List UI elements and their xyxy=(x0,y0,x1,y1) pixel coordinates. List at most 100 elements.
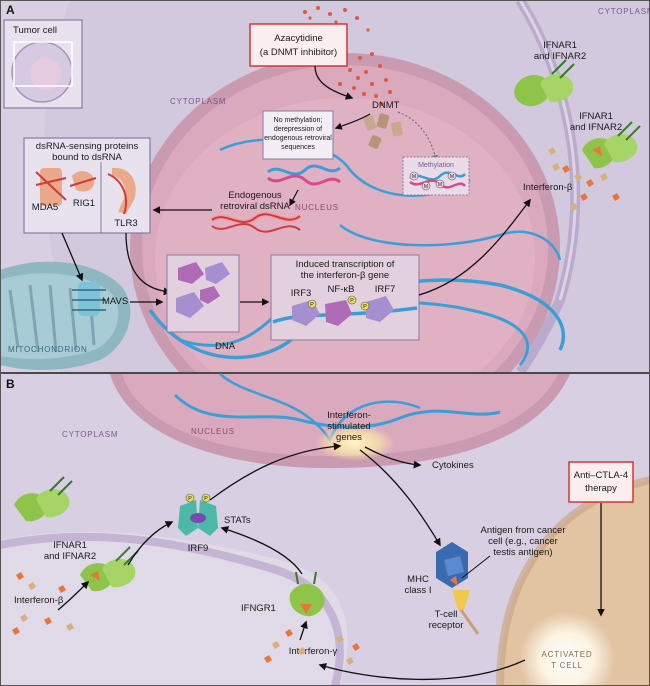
svg-text:P: P xyxy=(350,298,354,304)
tcr-label-1: T-cell xyxy=(435,609,458,620)
induced-subtitle: the interferon-β gene xyxy=(301,270,389,281)
dna-label: DNA xyxy=(215,341,236,352)
svg-text:P: P xyxy=(188,496,192,502)
retroviral-dsrna xyxy=(210,211,302,233)
irf3-label: IRF3 xyxy=(291,288,312,299)
dsrna-sensing-box: dsRNA-sensing proteins bound to dsRNA MD… xyxy=(23,137,151,234)
irf7-protein xyxy=(366,296,394,322)
activated-tcell-label-2: T CELL xyxy=(551,661,583,670)
panel-b-letter: B xyxy=(6,377,15,391)
cytokines-label: Cytokines xyxy=(432,460,474,471)
mda5-protein xyxy=(35,168,67,206)
tlr3-label: TLR3 xyxy=(114,218,137,229)
endogenous-label-2: retroviral dsRNA xyxy=(220,201,290,212)
stat-complex: P P xyxy=(178,493,218,536)
svg-text:P: P xyxy=(363,304,367,310)
isg-label-3: genes xyxy=(336,432,362,443)
tlr3-protein xyxy=(107,167,136,215)
svg-text:M: M xyxy=(412,174,416,180)
mhc-label-2: class I xyxy=(405,585,432,596)
isg-label-2: stimulated xyxy=(327,421,370,432)
azacytidine-box: Azacytidine (a DNMT inhibitor) xyxy=(249,23,348,67)
no-methylation-text-1: No methylation; xyxy=(274,117,323,124)
dnmt-label: DNMT xyxy=(372,100,400,111)
tcr-label-2: receptor xyxy=(429,620,464,631)
tumor-cell-label: Tumor cell xyxy=(13,25,57,36)
unmethylated-dna xyxy=(267,164,341,176)
ifnar-top-label-2: and IFNAR2 xyxy=(534,51,586,62)
svg-text:M: M xyxy=(438,182,442,188)
ifnar-mid-label-1: IFNAR1 xyxy=(579,111,613,122)
rig1-protein xyxy=(69,171,97,192)
ifnar-b-label-1: IFNAR1 xyxy=(53,540,87,551)
anti-ctla4-label: Anti–CTLA-4 xyxy=(574,470,628,481)
azacytidine-molecules xyxy=(303,6,392,106)
mitochondrion-label: MITOCHONDRION xyxy=(8,345,88,354)
antigen-label-2: cell (e.g., cancer xyxy=(488,536,558,547)
svg-text:M: M xyxy=(450,174,454,180)
panel-b: B CYTOPLASM NUCLEUS Interferon- stimulat… xyxy=(0,373,650,686)
ifnar-top-label-1: IFNAR1 xyxy=(543,40,577,51)
mavs-label: MAVS xyxy=(102,296,128,307)
cytoplasm-label-a: CYTOPLASM xyxy=(170,97,226,106)
nfkb-label: NF-κB xyxy=(328,284,355,295)
interferon-gamma-molecules xyxy=(264,629,360,665)
dnmt-enzymes xyxy=(363,113,403,149)
nfkb-protein xyxy=(325,300,352,326)
cytoplasm-label-right: CYTOPLASM xyxy=(598,7,650,16)
irf-complex-box xyxy=(166,254,240,333)
interferon-beta-label-a: Interferon-β xyxy=(523,182,573,193)
mhc-class-i xyxy=(436,542,468,588)
panel-a: A Tumor cell Azacytidine (a DNMT inhibit… xyxy=(0,0,650,443)
panel-divider xyxy=(0,372,650,374)
ifngr1-label: IFNGR1 xyxy=(241,603,276,614)
no-methylation-text-3: endogenous retroviral xyxy=(264,135,332,142)
activated-tcell-label-1: ACTIVATED xyxy=(542,650,593,659)
t-cell-receptor xyxy=(452,590,480,635)
anti-ctla4-box: Anti–CTLA-4 therapy xyxy=(568,461,634,503)
azacytidine-label: Azacytidine xyxy=(274,33,323,44)
t-cell-glow xyxy=(519,611,615,686)
irf7-label: IRF7 xyxy=(375,284,396,295)
dsrna-box-subtitle: bound to dsRNA xyxy=(52,152,122,163)
no-methylation-text-4: sequences xyxy=(281,144,315,151)
no-methylation-box: No methylation; derepression of endogeno… xyxy=(262,110,334,160)
cell-membrane-b xyxy=(0,532,344,686)
ifnar-receptor-b-top xyxy=(14,476,73,522)
cytoplasm-label-b: CYTOPLASM xyxy=(62,430,118,439)
anti-ctla4-sublabel: therapy xyxy=(585,483,617,494)
nucleus-b xyxy=(122,374,558,457)
dsrna-box-title: dsRNA-sensing proteins xyxy=(36,141,139,152)
interferon-beta-molecules-b xyxy=(12,572,74,635)
panel-a-letter: A xyxy=(6,3,15,17)
methylation-box: Methylation M M M M xyxy=(402,156,470,196)
svg-text:M: M xyxy=(424,184,428,190)
ifnar-b-label-2: and IFNAR2 xyxy=(44,551,96,562)
interferon-gamma-label: Interferon-γ xyxy=(289,646,338,657)
mavs-protein xyxy=(72,282,106,316)
antigen-label-3: testis antigen) xyxy=(493,547,552,558)
mda5-label: MDA5 xyxy=(32,202,58,213)
induced-title: Induced transcription of xyxy=(296,259,395,270)
nucleus-label-a: NUCLEUS xyxy=(295,203,339,212)
methyl-marks: M M M M xyxy=(409,171,457,191)
mhc-label-1: MHC xyxy=(407,574,429,585)
tumor-cell-inset: Tumor cell xyxy=(3,19,83,109)
irf9-label: IRF9 xyxy=(188,543,209,554)
isg-label-1: Interferon- xyxy=(327,410,371,421)
ifngr1-receptor xyxy=(289,571,325,617)
antigen-label-1: Antigen from cancer xyxy=(480,525,565,536)
ifnar-receptor-bound xyxy=(582,121,641,169)
ifnar-receptor-top xyxy=(514,59,575,107)
nucleus-label-b: NUCLEUS xyxy=(191,427,235,436)
no-methylation-text-2: derepression of xyxy=(274,126,322,133)
interferon-beta-label-b: Interferon-β xyxy=(14,595,64,606)
rig1-label: RIG1 xyxy=(73,198,95,209)
endogenous-label-1: Endogenous xyxy=(228,190,282,201)
stats-label: STATs xyxy=(224,515,251,526)
methylation-label: Methylation xyxy=(418,162,454,169)
svg-text:P: P xyxy=(310,302,314,308)
ifnar-mid-label-2: and IFNAR2 xyxy=(570,122,622,133)
